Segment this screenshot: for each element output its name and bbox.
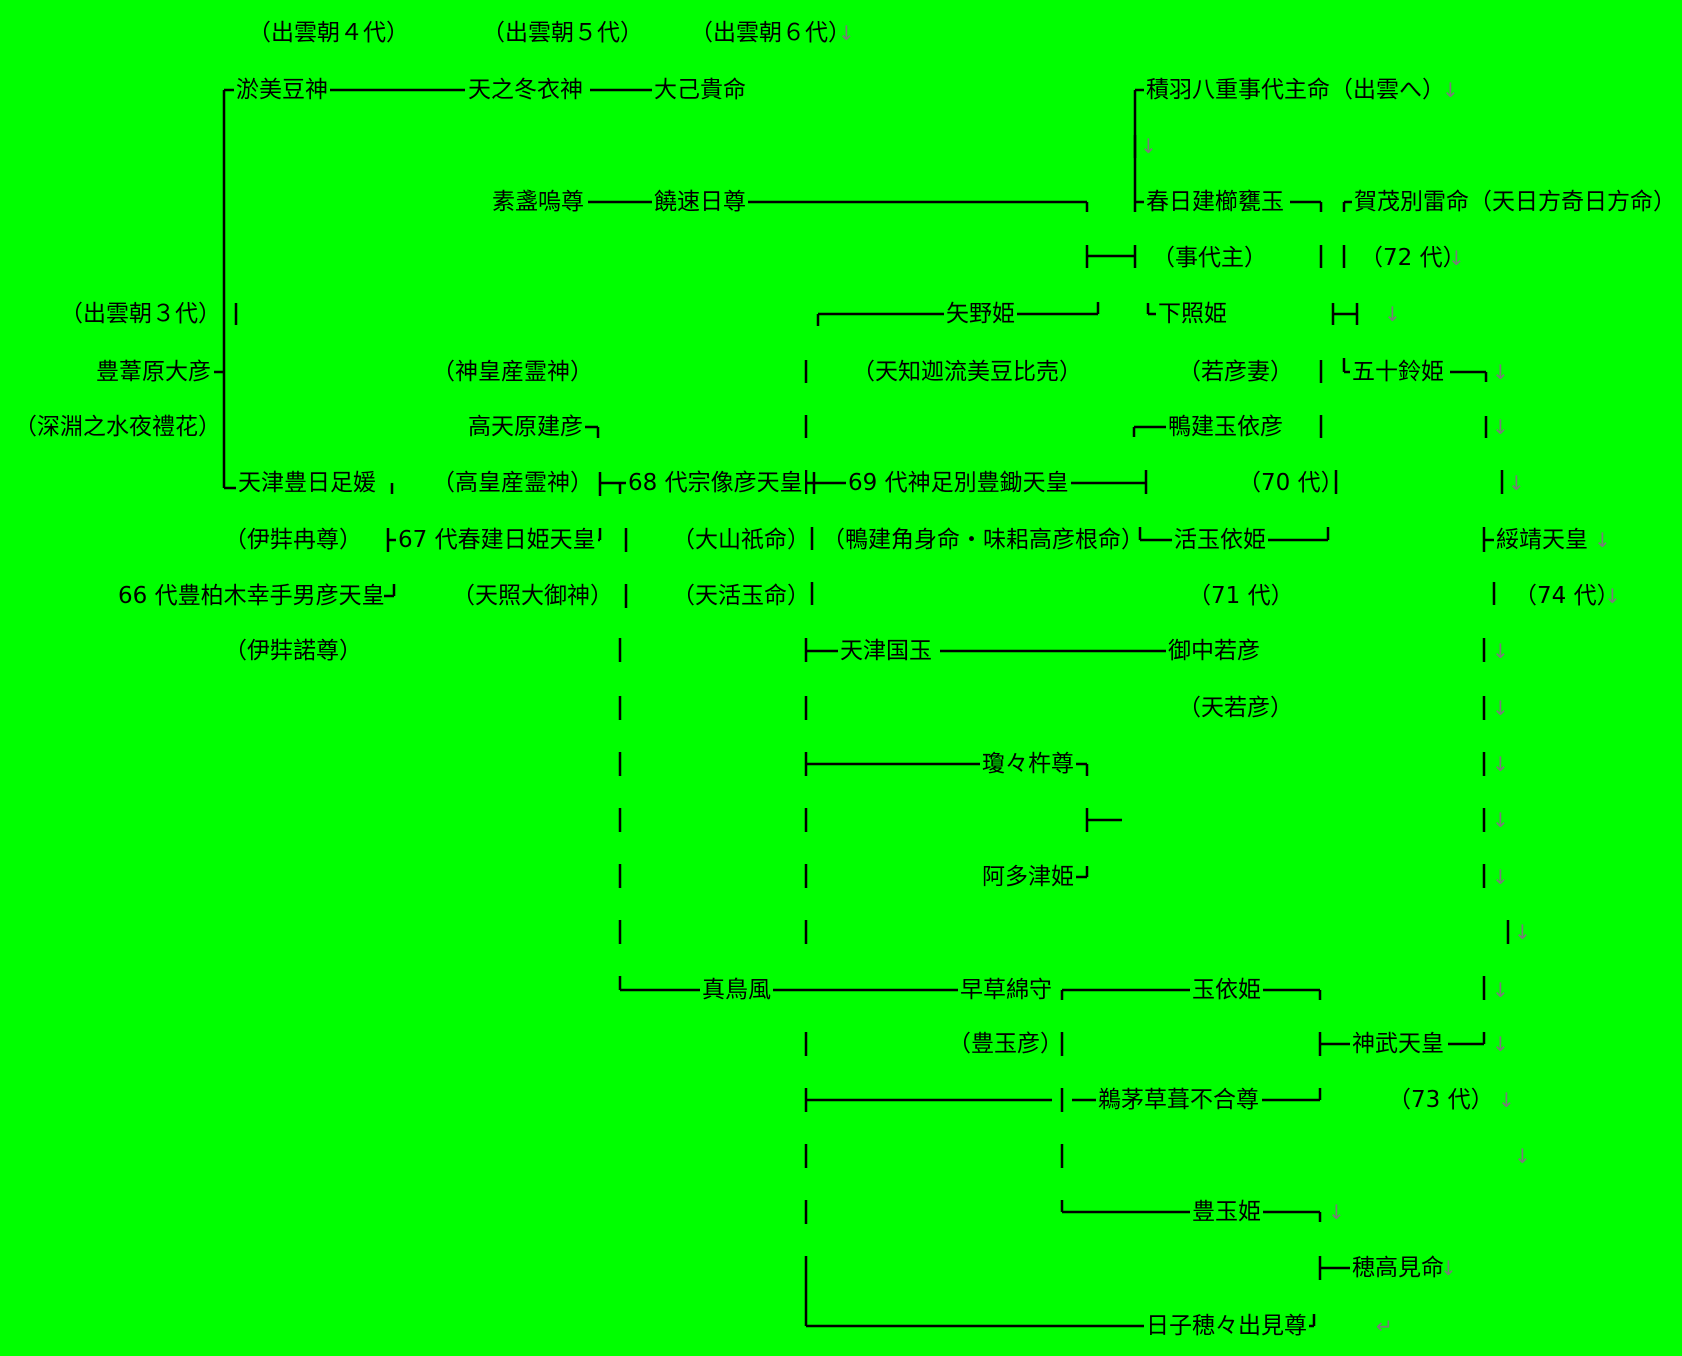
onamuchi-name: 大己貴命 [652,76,748,104]
gen-73-note: （73 代） [1388,1087,1494,1113]
jimmu-emperor-name: 神武天皇 [1350,1030,1446,1058]
down-arrow-mark: ↓ [1492,752,1509,776]
gen-71-note: （71 代） [1188,583,1294,609]
izumo-4th-gen-note: （出雲朝４代） [248,20,409,46]
toyoashi-name: 豊葦原大彦 [94,358,213,386]
hotakami-name: 穂高見命 [1350,1254,1446,1282]
amatsukunitama-name: 天津国玉 [838,637,934,665]
down-arrow-mark: ↓ [838,21,855,45]
susano-name: 素盞嗚尊 [490,188,586,216]
kotoshiro-note: （事代主） [1152,245,1267,271]
tamayori-name: 玉依姫 [1190,976,1263,1004]
hayakusa-name: 早草綿守 [958,976,1054,1004]
kasugatake-emperor-name: 67 代春建日姫天皇 [396,526,598,554]
toyotama-name: 豊玉姫 [1190,1198,1263,1226]
down-arrow-mark: ↓ [1440,1256,1457,1280]
down-arrow-mark: ↓ [1498,1088,1515,1112]
mikanakawaka-name: 御中若彦 [1166,637,1262,665]
down-arrow-mark: ↓ [1442,78,1459,102]
kasuga-name: 春日建櫛甕玉 [1144,188,1286,216]
wakahiko-wife-note: （若彦妻） [1178,359,1293,385]
down-arrow-mark: ↓ [1492,360,1509,384]
gen-74-note: （74 代） [1514,583,1620,609]
tsumiha-name: 積羽八重事代主命（出雲へ） [1144,76,1447,104]
ninigi-name: 瓊々杵尊 [980,750,1076,778]
down-arrow-mark: ↓ [1492,808,1509,832]
down-arrow-mark: ↓ [1492,639,1509,663]
matorikaze-name: 真鳥風 [700,976,773,1004]
return-mark: ↵ [1376,1314,1393,1338]
amatsutoyo-name: 天津豊日足媛 [236,469,378,497]
amewakahiko-note: （天若彦） [1178,695,1293,721]
down-arrow-mark: ↓ [1508,471,1525,495]
izumo-5th-gen-note: （出雲朝５代） [482,20,643,46]
takamahara-name: 高天原建彦 [466,413,585,441]
oyamazumi-note: （大山祇命） [672,527,810,553]
down-arrow-mark: ↓ [1492,415,1509,439]
takamimusubi-note: （高皇産霊神） [432,470,593,496]
kamitari-emperor-name: 69 代神足別豊鋤天皇 [846,469,1071,497]
ugaya-name: 鵜茅草葺不合尊 [1096,1086,1261,1114]
down-arrow-mark: ↓ [1328,1200,1345,1224]
izumo-6th-gen-note: （出雲朝６代） [690,20,851,46]
fukabuchi-note: （深淵之水夜禮花） [14,414,221,440]
munakata-emperor-name: 68 代宗像彦天皇 [626,469,805,497]
down-arrow-mark: ↓ [1140,134,1157,158]
amaterasu-note: （天照大御神） [452,583,613,609]
down-arrow-mark: ↓ [1514,1144,1531,1168]
kamo-name: 賀茂別雷命（天日方奇日方命） [1352,188,1678,216]
yano-name: 矢野姫 [944,300,1017,328]
down-arrow-mark: ↓ [1514,920,1531,944]
izanagi-note: （伊弉諾尊） [224,638,362,664]
amenoikutama-note: （天活玉命） [672,583,810,609]
ikutama-name: 活玉依姫 [1172,526,1268,554]
down-arrow-mark: ↓ [1448,246,1465,270]
atatsu-name: 阿多津姫 [980,863,1076,891]
gen-72-note: （72 代） [1360,245,1466,271]
kamimusubi-note: （神皇産霊神） [432,359,593,385]
down-arrow-mark: ↓ [1384,302,1401,326]
amechika-note: （天知迦流美豆比売） [852,359,1082,385]
hikoho-name: 日子穂々出見尊 [1144,1312,1309,1340]
omizu-name: 淤美豆神 [234,76,330,104]
down-arrow-mark: ↓ [1492,865,1509,889]
kamotake-name: 鴨建玉依彦 [1166,413,1285,441]
down-arrow-mark: ↓ [1604,584,1621,608]
isuzu-name: 五十鈴姫 [1350,358,1446,386]
toyotamahiko-note: （豊玉彦） [948,1031,1063,1057]
kamotakekado-note: （鴨建角身命・味耜高彦根命） [822,527,1144,553]
down-arrow-mark: ↓ [1594,528,1611,552]
izumo-3rd-gen-note: （出雲朝３代） [60,301,221,327]
down-arrow-mark: ↓ [1492,978,1509,1002]
nigihayahi-name: 饒速日尊 [652,188,748,216]
toyokashi-emperor-name: 66 代豊柏木幸手男彦天皇 [118,583,385,609]
izanami-note: （伊弉冉尊） [224,527,362,553]
gen-70-note: （70 代） [1238,470,1344,496]
amenofuyu-name: 天之冬衣神 [466,76,585,104]
down-arrow-mark: ↓ [1492,696,1509,720]
suizei-emperor-name: 綏靖天皇 [1494,526,1590,554]
down-arrow-mark: ↓ [1492,1032,1509,1056]
shitateru-name: 下照姫 [1158,301,1227,327]
